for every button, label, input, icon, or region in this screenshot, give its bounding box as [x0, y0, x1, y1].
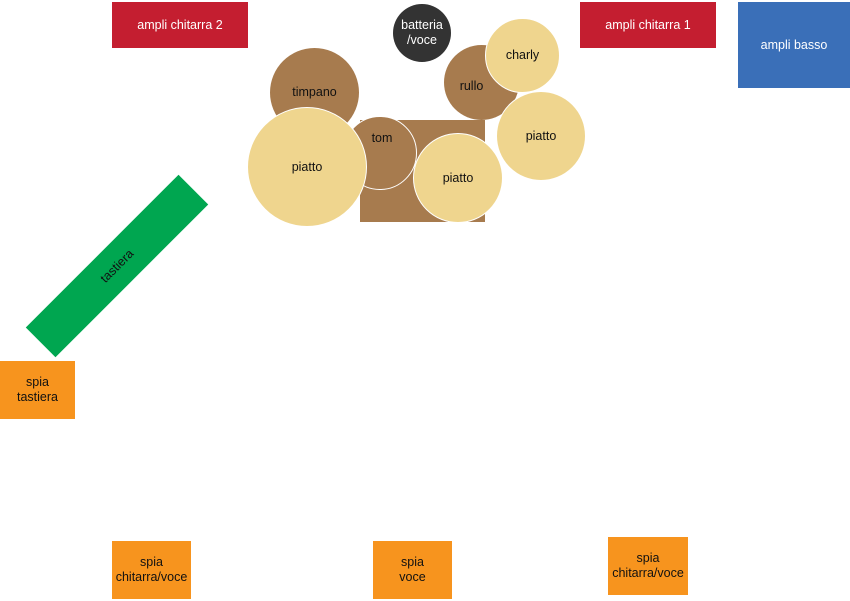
amp-guitar-2-label: ampli chitarra 2 — [137, 17, 223, 32]
keyboard: tastiera — [25, 174, 209, 358]
amp-guitar-2: ampli chitarra 2 — [112, 2, 248, 48]
cymbal-left-label: piatto — [291, 159, 323, 174]
hi-hat: charly — [485, 18, 560, 93]
keyboard-label: tastiera — [97, 246, 137, 286]
cymbal-center-label: piatto — [442, 170, 474, 185]
monitor-guitar-vocal-right: spia chitarra/voce — [608, 537, 688, 595]
drummer-vocal-label: batteria /voce — [401, 18, 443, 47]
monitor-keyboard: spia tastiera — [0, 361, 75, 419]
amp-guitar-1: ampli chitarra 1 — [580, 2, 716, 48]
monitor-vocal-label: spia voce — [399, 555, 426, 584]
amp-bass-label: ampli basso — [760, 37, 828, 52]
cymbal-right-label: piatto — [525, 128, 557, 143]
amp-bass: ampli basso — [738, 2, 850, 88]
floor-tom-label: timpano — [292, 85, 337, 99]
amp-guitar-1-label: ampli chitarra 1 — [605, 17, 691, 32]
tom-label: tom — [371, 130, 393, 145]
cymbal-center: piatto — [413, 133, 503, 223]
hi-hat-label: charly — [505, 48, 540, 62]
monitor-guitar-vocal-left-label: spia chitarra/voce — [115, 555, 188, 584]
cymbal-right: piatto — [496, 91, 586, 181]
monitor-guitar-vocal-right-label: spia chitarra/voce — [612, 551, 684, 580]
monitor-guitar-vocal-left: spia chitarra/voce — [112, 541, 191, 599]
cymbal-left: piatto — [247, 107, 367, 227]
drummer-vocal-mic: batteria /voce — [393, 4, 451, 62]
monitor-keyboard-label: spia tastiera — [17, 375, 58, 404]
snare-label: rullo — [459, 79, 484, 93]
monitor-vocal: spia voce — [373, 541, 452, 599]
